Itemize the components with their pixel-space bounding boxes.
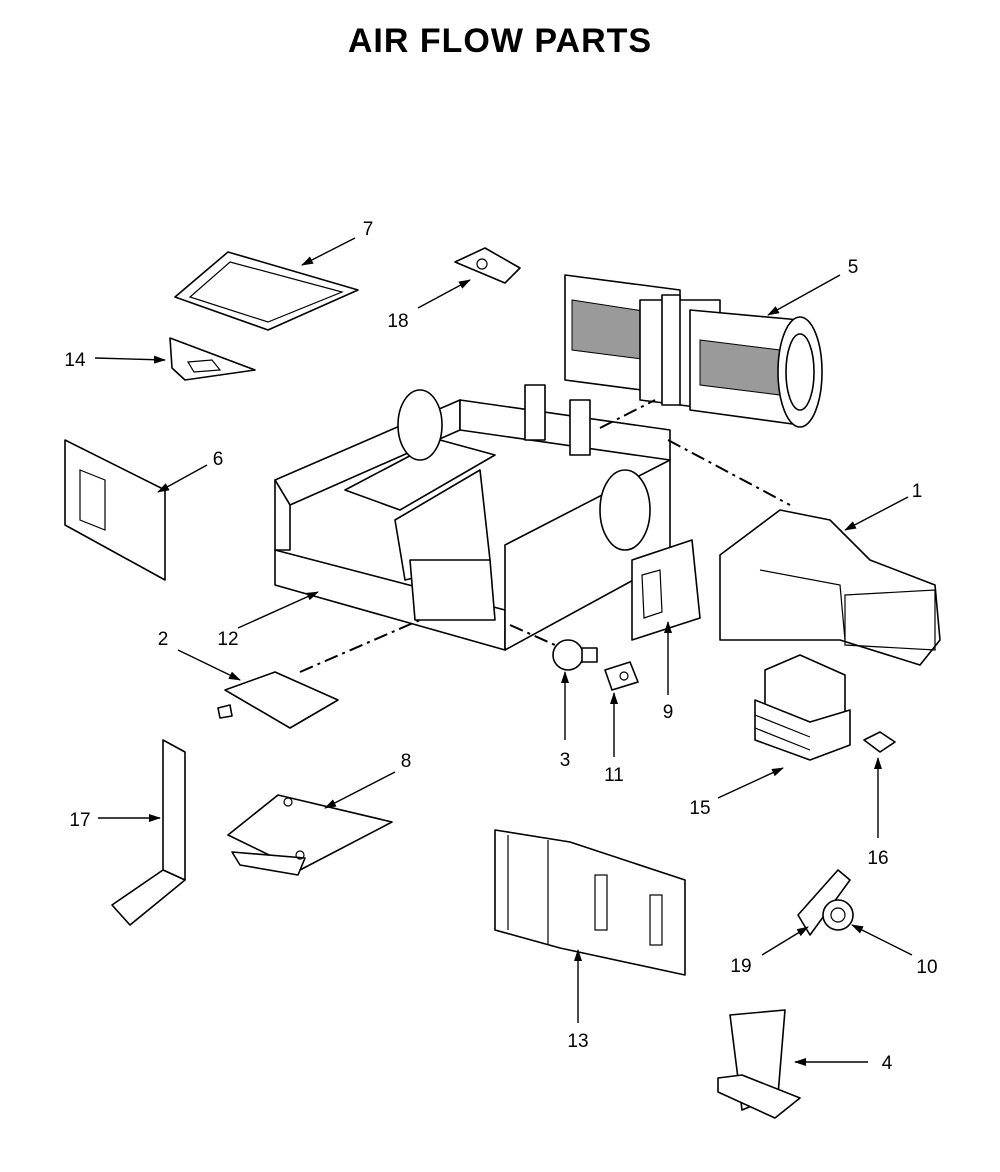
leader-arrows [94,237,913,1066]
part-16-thermal-cutoff [863,731,896,753]
callout-4: 4 [882,1053,893,1074]
part-10-motor [822,899,854,931]
part-4-damper [717,1009,801,1119]
part-6-side-bracket [64,439,166,581]
part-7-filter-frame [174,251,359,331]
part-15-transformer [754,654,851,761]
callout-2: 2 [158,629,169,650]
callout-19: 19 [730,956,751,977]
callout-13: 13 [567,1031,588,1052]
part-18-label [454,247,521,284]
part-3-light-bulb [552,639,598,671]
callout-6: 6 [213,449,224,470]
callout-10: 10 [916,957,937,978]
part-1-vent-duct [719,509,941,666]
callout-9: 9 [663,702,674,723]
callout-5: 5 [848,257,859,278]
callout-8: 8 [401,751,412,772]
part-2-cover-plate [217,671,339,729]
part-17-vertical-bracket [111,739,186,926]
alignment-lines [299,399,791,673]
callout-15: 15 [689,798,710,819]
part-5-blower-motor [564,274,823,428]
page-title: AIR FLOW PARTS [347,22,653,60]
part-14-filter-plate [169,337,256,381]
callout-3: 3 [560,750,571,771]
callout-11: 11 [604,765,624,786]
callout-16: 16 [867,848,888,869]
callout-12: 12 [217,629,238,650]
callout-14: 14 [64,350,86,371]
part-8-shield-plate [227,794,393,876]
callout-1: 1 [912,481,923,502]
callout-labels: 1 2 3 4 5 6 7 8 9 10 11 12 13 14 15 16 1… [64,219,937,1074]
part-13-wrapper-panel [494,829,686,976]
part-11-lamp-socket [604,661,639,691]
callout-18: 18 [387,311,408,332]
part-9-control-board [631,539,701,641]
callout-7: 7 [363,219,374,240]
callout-17: 17 [69,810,90,831]
part-12-air-duct-housing [274,384,671,651]
